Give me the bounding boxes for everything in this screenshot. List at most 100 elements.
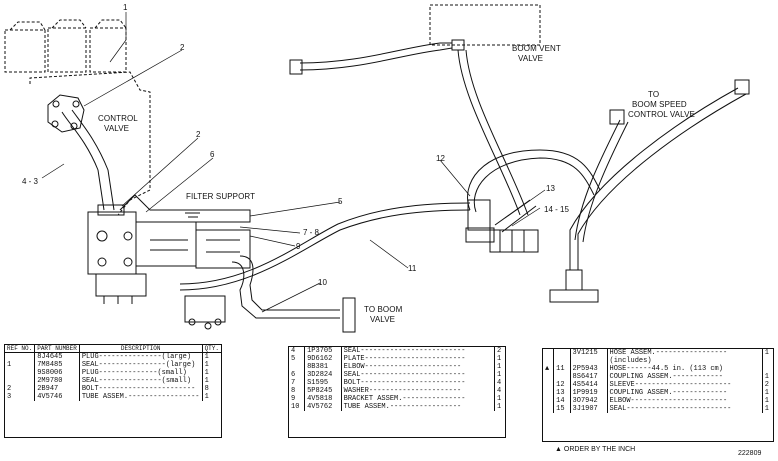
to-boom-valve-label-1: TO BOOM (364, 305, 403, 314)
table-row: (includes) (543, 357, 773, 365)
cell-mark: ▲ (543, 365, 555, 373)
callout-10: 10 (318, 278, 327, 287)
cell-ref: 7 (289, 379, 306, 387)
callout-6: 6 (210, 150, 215, 159)
cell-part: 9D6162 (304, 355, 342, 363)
col-description: DESCRIPTION (79, 345, 203, 353)
cell-desc: (includes) (607, 357, 763, 365)
cell-qty: 1 (764, 389, 769, 397)
boom-speed-label-2: BOOM SPEED (632, 100, 687, 109)
cell-desc: TUBE ASSEM.----------------- (341, 403, 495, 411)
cell-ref: 15 (553, 405, 571, 413)
figure-number: 222809 (738, 450, 762, 457)
cell-ref: 8 (289, 387, 306, 395)
callout-9: 9 (296, 242, 301, 251)
parts-table-left: REF NO. PART NUMBER DESCRIPTION QTY. 8J4… (4, 344, 222, 438)
cell-mark (543, 389, 555, 397)
cell-qty: 4 (496, 379, 502, 387)
callout-14-15: 14 - 15 (544, 205, 569, 214)
cell-qty: 1 (204, 393, 209, 401)
cell-desc: HOSE------44.5 in. (113 cm) (607, 365, 763, 373)
cell-ref: 6 (289, 371, 306, 379)
callout-2a: 2 (180, 43, 185, 52)
cell-qty: 1 (496, 371, 502, 379)
cell-qty: 1 (496, 363, 502, 371)
cell-part: 4V5818 (304, 395, 342, 403)
cell-ref: 12 (553, 381, 571, 389)
cell-mark (543, 405, 555, 413)
control-valve-label-2: VALVE (104, 124, 130, 133)
cell-ref: 1 (5, 361, 36, 369)
cell-mark (543, 397, 555, 405)
elbow-fitting (465, 199, 539, 253)
cell-qty (762, 357, 773, 365)
cell-desc: PLUG---------------(large) (79, 352, 203, 361)
cell-part: 2B947 (34, 385, 80, 393)
cell-qty: 4 (496, 387, 502, 395)
cell-ref (553, 349, 571, 357)
cell-qty: 1 (764, 397, 769, 405)
callout-11: 11 (408, 264, 417, 273)
cell-desc: COUPLING ASSEM.------------- (607, 389, 763, 397)
cell-part: 8S6417 (570, 373, 608, 381)
cell-part: 2P5943 (570, 365, 608, 373)
cell-qty: 1 (764, 405, 769, 413)
table-header-row: REF NO. PART NUMBER DESCRIPTION QTY. (5, 345, 221, 353)
cell-mark (543, 357, 555, 365)
cell-desc: WASHER---------------------- (341, 387, 495, 395)
cell-qty: 2 (764, 381, 769, 389)
cell-desc: ELBOW----------------------- (607, 397, 763, 405)
cell-part: 3D2824 (304, 371, 342, 379)
boom-vent-valve (289, 4, 541, 216)
tank-outline (4, 19, 151, 216)
cell-ref: 10 (289, 403, 306, 411)
cell-desc: SEAL------------------------- (341, 371, 495, 379)
cell-qty: 1 (764, 349, 769, 357)
cell-mark (543, 381, 555, 389)
cell-desc: HOSE ASSEM.----------------- (607, 349, 763, 357)
col-ref: REF NO. (5, 345, 36, 353)
cell-part: 8J4645 (34, 352, 80, 361)
callout-2b: 2 (196, 130, 201, 139)
cell-part: 3J1907 (570, 405, 608, 413)
cell-qty: 8 (204, 385, 209, 393)
cell-qty: 1 (204, 361, 209, 369)
cell-part: 8B381 (304, 363, 342, 371)
filter-support-label: FILTER SUPPORT (186, 192, 256, 201)
leader-lines (41, 12, 546, 313)
callout-13: 13 (546, 184, 555, 193)
cell-ref: 3 (5, 393, 36, 401)
cell-part: 3O7942 (570, 397, 608, 405)
hose-12 (467, 149, 601, 213)
cell-desc: SEAL---------------(small) (79, 377, 203, 385)
to-boom-valve-label-2: VALVE (370, 315, 396, 324)
cell-desc: SEAL------------------------- (341, 347, 495, 355)
cell-part: 4V5762 (304, 403, 342, 411)
cell-qty: 1 (496, 403, 502, 411)
cell-ref (553, 373, 571, 381)
cell-ref: 9 (289, 395, 306, 403)
tube-assembly (61, 109, 115, 211)
cell-part: 2M9780 (34, 377, 80, 385)
tube-to-boom-valve (231, 255, 356, 333)
cell-part: 3V1215 (570, 349, 608, 357)
cell-part: 5P8245 (304, 387, 342, 395)
cell-part: 4S5414 (570, 381, 608, 389)
filter-support (119, 194, 251, 223)
pump-body (87, 204, 251, 330)
callout-12: 12 (436, 154, 445, 163)
cell-desc: SEAL----------------(large) (79, 361, 203, 369)
